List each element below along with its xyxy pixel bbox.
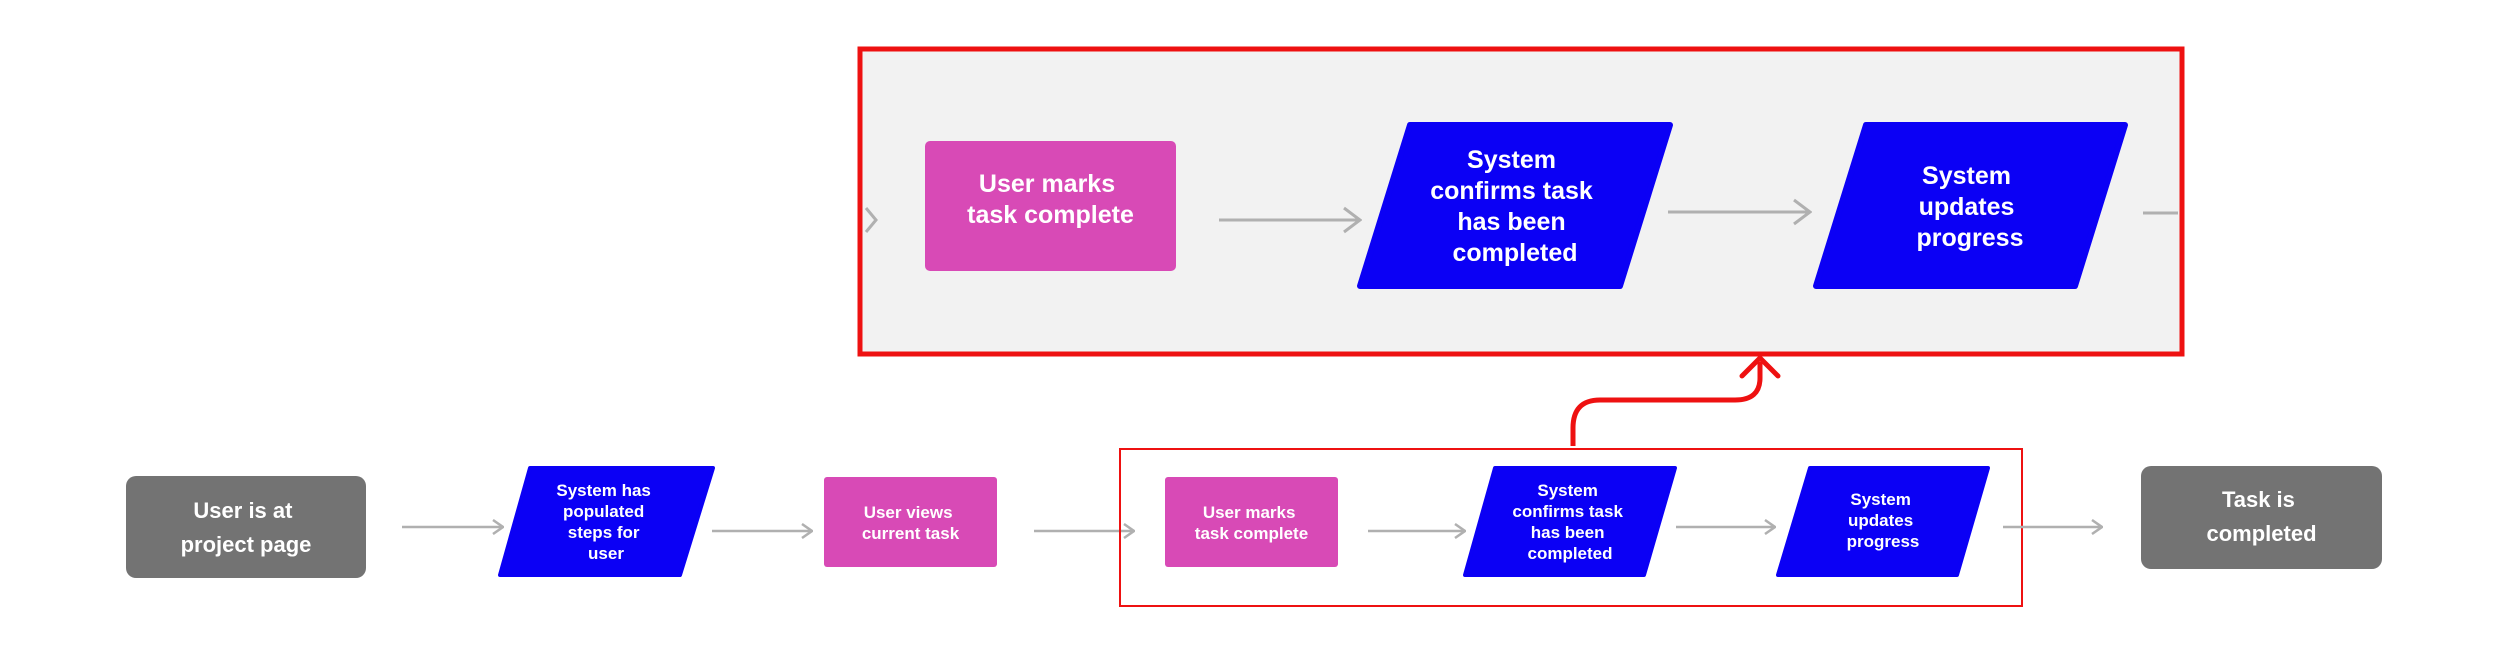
flow-step-system-confirms-label: System confirms task has been completed [1512,481,1627,563]
flow-step-system-updates-label: System updates progress [1847,490,1920,551]
zoom-step-user-marks-label: User marks task complete [967,170,1134,229]
flow-end-terminal [2141,466,2382,569]
zoom-step-user-marks [925,141,1176,271]
flow-step-user-marks [1165,477,1338,567]
zoom-step-system-updates-label: System updates progress [1917,162,2024,252]
flow-step-system-populated [498,466,715,577]
zoom-connector-arrowhead [1739,355,1781,379]
flow-step-user-marks-label: User marks task complete [1195,503,1308,543]
flow-step-system-confirms [1463,466,1677,577]
zoom-step-system-updates [1813,122,2128,289]
zoom-step-system-confirms-label: System confirms task has been completed [1430,146,1600,267]
flow-start-terminal [126,476,366,578]
flow-step-user-views [824,477,997,567]
zoom-connector [1570,362,1763,446]
flow-end-label: Task is completed [2206,487,2316,546]
flow-step-system-populated-label: System has populated steps for user [556,481,655,563]
zoom-step-system-confirms [1357,122,1673,289]
flow-step-user-views-label: User views current task [862,503,960,543]
flow-start-label: User is at project page [181,498,312,557]
zoom-incoming-arrow [864,207,878,233]
flow-step-system-updates [1776,466,1990,577]
